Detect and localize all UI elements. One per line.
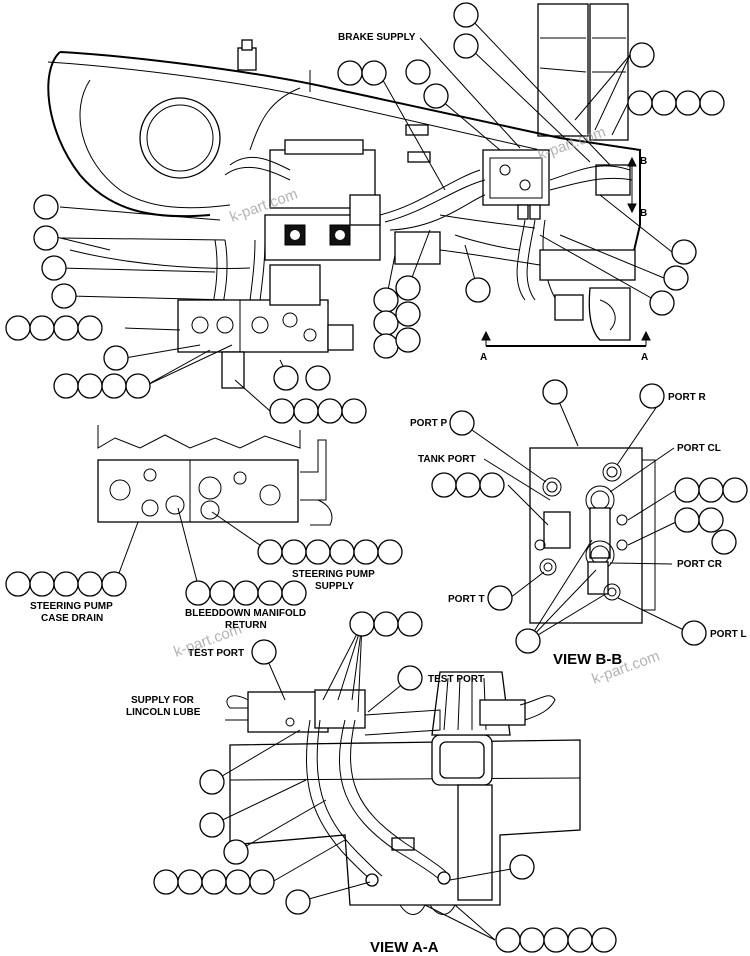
section-b-markers: B B [627, 156, 647, 219]
lower-right-motor [539, 249, 636, 341]
port-p-label: PORT P [410, 418, 448, 429]
steering-pump-case-drain-label-2: CASE DRAIN [41, 613, 103, 624]
view-aa-title: VIEW A-A [370, 939, 439, 956]
steering-pump-supply-label-2: SUPPLY [315, 581, 354, 592]
filler-cap [237, 39, 311, 92]
section-a-markers: A A [480, 330, 651, 363]
brake-supply-valve [482, 149, 631, 220]
steering-pump-case-drain-label-1: STEERING PUMP [30, 601, 113, 612]
port-cr-label: PORT CR [677, 559, 723, 570]
lower-valve-bank [177, 264, 354, 389]
view-aa-callout-bubbles [153, 611, 617, 953]
port-l-label: PORT L [710, 629, 747, 640]
main-frame [47, 51, 641, 269]
view-bb-callout-bubbles [431, 379, 748, 654]
port-r-label: PORT R [668, 392, 707, 403]
a-label-right: A [641, 352, 648, 363]
frame-uprights [537, 3, 629, 141]
steering-pump-detail [97, 425, 333, 526]
tank-port-label: TANK PORT [418, 454, 476, 465]
view-bb-title: VIEW B-B [553, 651, 622, 668]
a-label-left: A [480, 352, 487, 363]
test-port-right-label: TEST PORT [428, 674, 484, 685]
b-label-top: B [640, 156, 647, 167]
bleeddown-return-label-1: BLEEDDOWN MANIFOLD [185, 608, 306, 619]
view-bb-valve [529, 447, 656, 624]
bleeddown-return-label-2: RETURN [225, 620, 267, 631]
lincoln-lube-label-1: SUPPLY FOR [131, 695, 195, 706]
port-cl-label: PORT CL [677, 443, 721, 454]
test-port-left-label: TEST PORT [188, 648, 244, 659]
view-bb-leader-lines [461, 391, 691, 642]
port-t-label: PORT T [448, 594, 485, 605]
view-aa-assembly [225, 671, 581, 915]
brake-supply-label: BRAKE SUPPLY [338, 32, 416, 43]
middle-callout-bubbles [5, 539, 403, 606]
steering-pump-supply-label-1: STEERING PUMP [292, 569, 375, 580]
top-callout-bubbles [5, 2, 725, 424]
central-manifold [264, 124, 441, 265]
b-label-bottom: B [640, 208, 647, 219]
lincoln-lube-label-2: LINCOLN LUBE [126, 707, 201, 718]
